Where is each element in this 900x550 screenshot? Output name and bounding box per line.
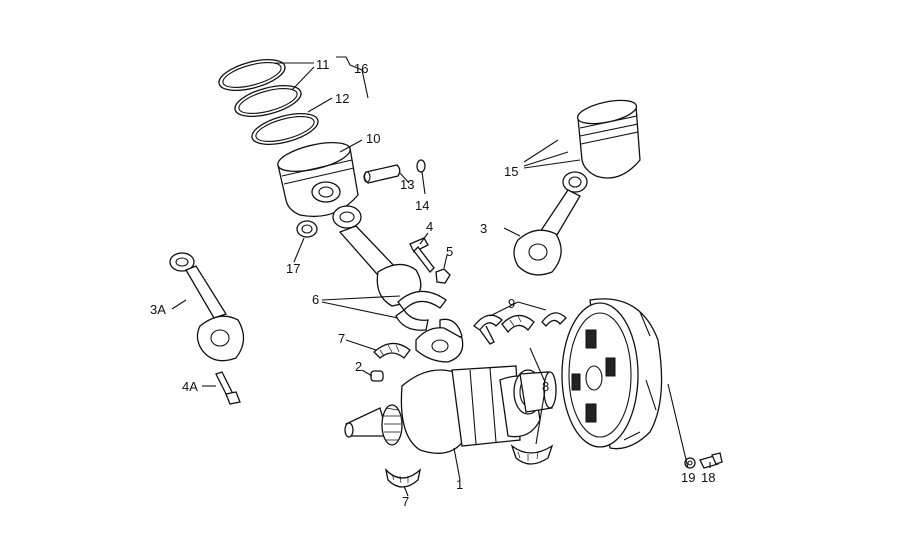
leader-lines bbox=[171, 56, 711, 497]
callout-2: 2 bbox=[355, 359, 362, 374]
connecting-rod-left bbox=[169, 252, 245, 362]
callout-10: 10 bbox=[366, 131, 380, 146]
connecting-rod-right bbox=[513, 171, 588, 276]
callout-3a: 3A bbox=[150, 302, 166, 317]
main-bearing-shells-8 bbox=[501, 314, 554, 465]
callout-4: 4 bbox=[426, 219, 433, 234]
callout-labels: 11 16 12 10 13 14 4 5 17 6 7 2 1 7 9 8 3… bbox=[150, 57, 715, 509]
callout-19: 19 bbox=[681, 470, 695, 485]
callout-4a: 4A bbox=[182, 379, 198, 394]
rod-bolt-left bbox=[215, 371, 241, 405]
small-end-bushing bbox=[296, 220, 318, 238]
main-bearing-shell-lower bbox=[384, 468, 422, 488]
piston-pin bbox=[363, 164, 401, 184]
callout-9: 9 bbox=[508, 296, 515, 311]
callout-3: 3 bbox=[480, 221, 487, 236]
rod-cap-center bbox=[415, 327, 464, 363]
main-bearing-shells-9 bbox=[473, 312, 567, 345]
callout-11: 11 bbox=[316, 57, 330, 72]
rod-bolt bbox=[409, 237, 435, 273]
dowel-pin bbox=[370, 370, 384, 382]
callout-12: 12 bbox=[335, 91, 349, 106]
callout-16: 16 bbox=[354, 61, 368, 76]
callout-18: 18 bbox=[701, 470, 715, 485]
callout-7-upper: 7 bbox=[338, 331, 345, 346]
circlip bbox=[416, 159, 426, 173]
callout-7-lower: 7 bbox=[402, 494, 409, 509]
piston-right bbox=[576, 99, 641, 179]
rod-nut bbox=[435, 268, 451, 284]
callout-13: 13 bbox=[400, 177, 414, 192]
callout-1: 1 bbox=[456, 477, 463, 492]
callout-5: 5 bbox=[446, 244, 453, 259]
connecting-rod-center bbox=[332, 205, 422, 307]
flywheel-bolt bbox=[699, 452, 723, 469]
main-bearing-shell-upper bbox=[373, 342, 411, 359]
callout-6: 6 bbox=[312, 292, 319, 307]
piston bbox=[277, 141, 359, 218]
callout-15: 15 bbox=[504, 164, 518, 179]
crankshaft bbox=[344, 365, 557, 454]
callout-17: 17 bbox=[286, 261, 300, 276]
piston-rings bbox=[218, 59, 319, 145]
callout-8: 8 bbox=[542, 379, 549, 394]
flywheel bbox=[561, 298, 663, 450]
callout-14: 14 bbox=[415, 198, 429, 213]
